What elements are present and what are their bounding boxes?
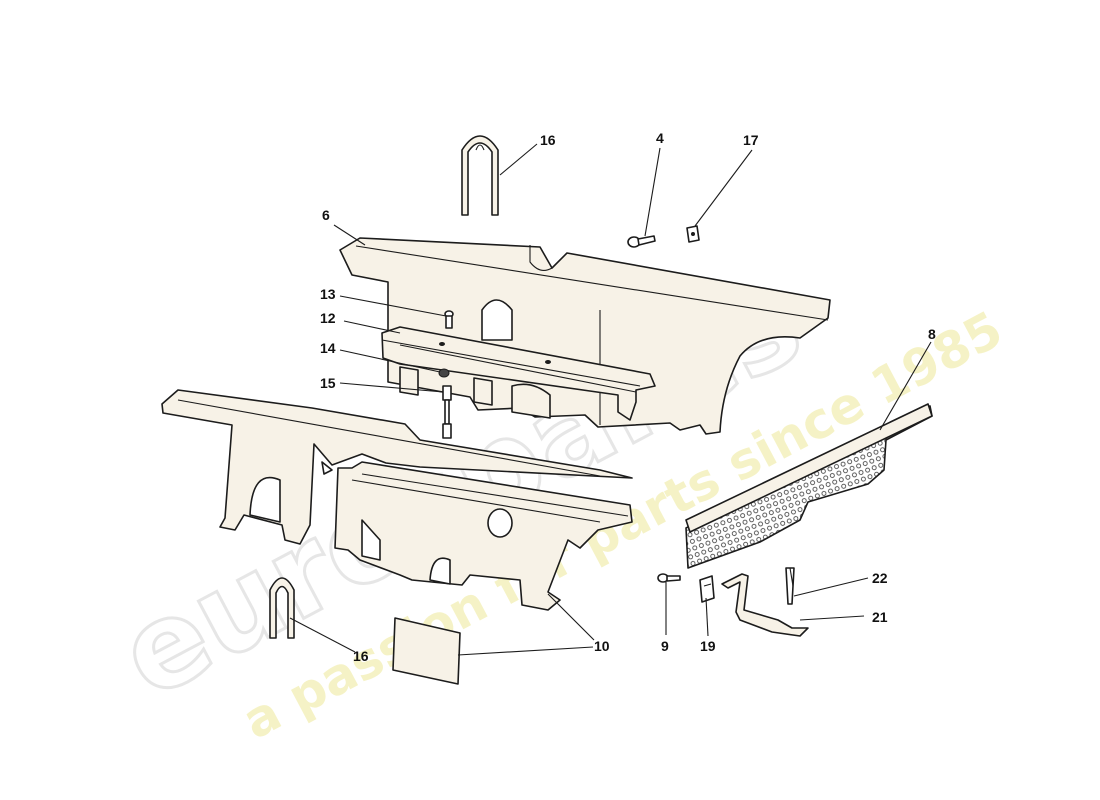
callout-9: 9 [661,638,669,654]
callout-13: 13 [320,286,336,302]
callout-labels: 16 4 17 6 13 12 14 15 8 10 16 9 19 22 21 [320,130,936,664]
callout-4: 4 [656,130,664,146]
callout-8: 8 [928,326,936,342]
bolt-13 [444,310,454,329]
clip-16-upper [461,135,499,216]
panel-6 [339,237,831,435]
leader-lines [289,143,932,656]
bracket-21 [721,573,809,637]
callout-6: 6 [322,207,330,223]
clip-19 [699,575,715,603]
callout-17: 17 [743,132,759,148]
screw-4 [627,235,656,248]
pin-22 [785,567,795,605]
callout-19: 19 [700,638,716,654]
shield-10 [334,461,633,611]
screw-9 [657,573,681,583]
grille-8 [685,403,933,569]
callout-14: 14 [320,340,336,356]
callout-22: 22 [872,570,888,586]
callout-21: 21 [872,609,888,625]
washer-14 [438,368,450,378]
callout-16-upper: 16 [540,132,556,148]
clip-nut-17 [686,225,700,243]
callout-15: 15 [320,375,336,391]
stud-15 [442,385,452,439]
callout-10: 10 [594,638,610,654]
rail-12 [381,326,656,421]
pad-10 [392,617,461,685]
callout-16-lower: 16 [353,648,369,664]
panel-left-lower [161,389,633,545]
callout-12: 12 [320,310,336,326]
clip-16-lower [269,577,295,639]
